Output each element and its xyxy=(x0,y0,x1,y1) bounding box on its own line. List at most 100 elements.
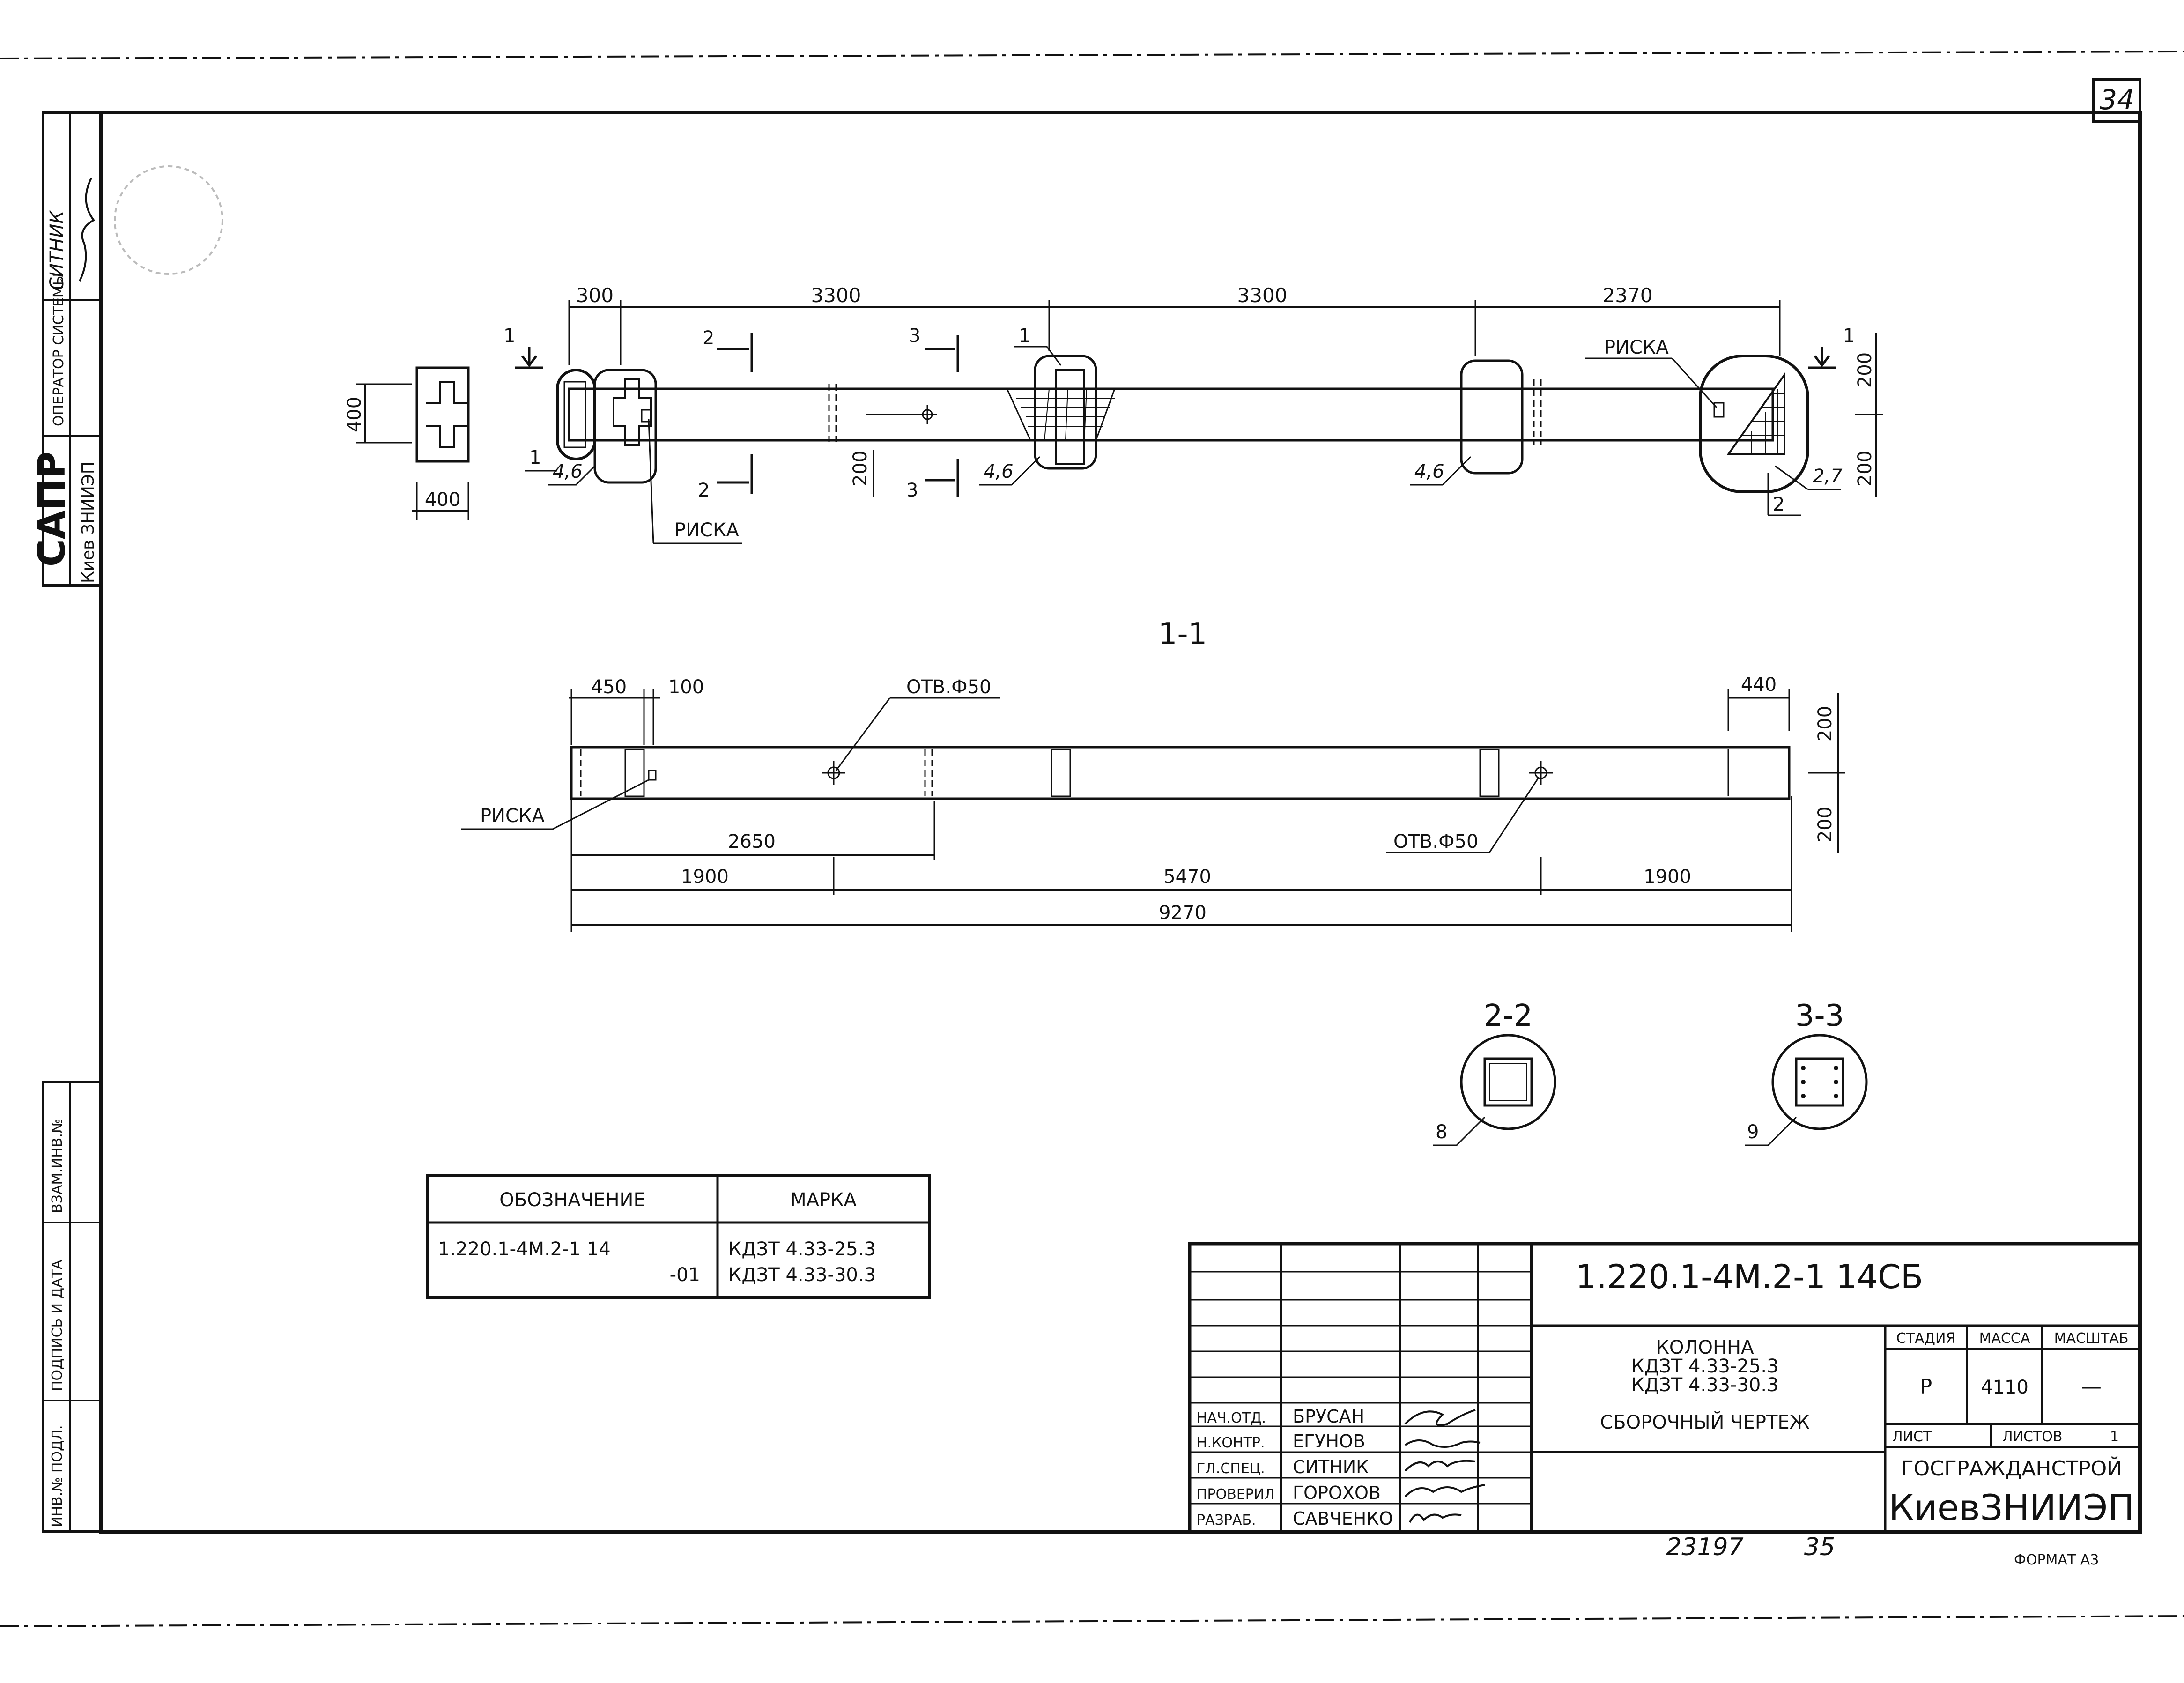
callout-1-left: 1 xyxy=(529,447,541,468)
mass-value: 4110 xyxy=(1981,1377,2029,1398)
spec-table: ОБОЗНАЧЕНИЕ МАРКА 1.220.1-4М.2-1 14 КДЗТ… xyxy=(426,1174,931,1299)
dim-100: 100 xyxy=(668,676,704,698)
name-egunov: ЕГУНОВ xyxy=(1293,1431,1365,1452)
role-nach-otd: НАЧ.ОТД. xyxy=(1197,1410,1266,1426)
sheets-value: 1 xyxy=(2110,1429,2119,1445)
dim-5470: 5470 xyxy=(1163,866,1211,888)
callout-4-6-a: 4,6 xyxy=(553,461,583,482)
round-seal xyxy=(114,165,223,275)
column-body-section xyxy=(570,746,1791,800)
section-3-3-callout: 9 xyxy=(1747,1121,1759,1143)
cad-org: Киев ЗНИИЭП xyxy=(79,461,98,583)
role-razrab: РАЗРАБ. xyxy=(1197,1512,1256,1528)
section-marker-3b: 3 xyxy=(906,480,918,501)
sheets-label: ЛИСТОВ xyxy=(2002,1429,2062,1445)
spec-row2-mark: КДЗТ 4.33-30.3 xyxy=(728,1264,876,1286)
dim-top-3300b: 3300 xyxy=(1237,284,1288,307)
vzam-inv-label: ВЗАМ.ИНВ.№ xyxy=(49,1119,66,1213)
scale-header: МАСШТАБ xyxy=(2054,1330,2129,1347)
section-marker-2a: 2 xyxy=(703,327,714,349)
section-marker-2b: 2 xyxy=(698,480,710,501)
section-1-1: 1-1 450 100 440 200 200 ОТВ.Ф50 ОТВ.Ф50 xyxy=(461,617,1845,932)
end-view-square xyxy=(415,366,470,463)
mass-header: МАССА xyxy=(1979,1330,2030,1347)
section-marker-3a: 3 xyxy=(909,325,920,347)
cad-stamp: САПР Киев ЗНИИЭП ОПЕРАТОР СИСТЕМЫ СИТНИК xyxy=(30,111,102,587)
spec-row1-mark: КДЗТ 4.33-25.3 xyxy=(728,1238,876,1260)
section-2-2-title: 2-2 xyxy=(1484,999,1533,1033)
callout-1-mid: 1 xyxy=(1019,325,1030,347)
item-name-2: КДЗТ 4.33-25.3 xyxy=(1631,1356,1779,1377)
dim-1-1-right-200a: 200 xyxy=(1814,706,1836,741)
role-proveril: ПРОВЕРИЛ xyxy=(1197,1486,1275,1503)
riska-label-1-1: РИСКА xyxy=(480,805,545,827)
section-marker-1b: 1 xyxy=(1843,325,1855,347)
org-line-2: КиевЗНИИЭП xyxy=(1889,1487,2135,1528)
cad-label: САПР xyxy=(30,452,74,567)
dim-hole-offset: 200 xyxy=(850,451,871,486)
dim-top-300: 300 xyxy=(576,284,614,307)
inv-podl-label: ИНВ.№ ПОДЛ. xyxy=(49,1425,66,1527)
dim-top-2370: 2370 xyxy=(1603,284,1653,307)
dim-1-1-right-200b: 200 xyxy=(1814,807,1836,842)
name-gorokhov: ГОРОХОВ xyxy=(1293,1483,1381,1503)
riska-top-right: РИСКА xyxy=(1604,337,1669,358)
hole-label-1: ОТВ.Ф50 xyxy=(906,676,991,698)
doc-code: 1.220.1-4М.2-1 14СБ xyxy=(1576,1258,1923,1296)
scan-edge-bottom xyxy=(0,1615,2184,1627)
operator-label: ОПЕРАТОР СИСТЕМЫ xyxy=(51,273,67,426)
dim-right-200a: 200 xyxy=(1854,352,1876,388)
org-line-1: ГОСГРАЖДАНСТРОЙ xyxy=(1901,1456,2122,1481)
spec-row1-designation: 1.220.1-4М.2-1 14 xyxy=(438,1238,611,1260)
dim-2650: 2650 xyxy=(728,831,776,853)
handwritten-number-2: 35 xyxy=(1804,1533,1835,1561)
dim-1900-right: 1900 xyxy=(1644,866,1691,888)
side-stamp: ВЗАМ.ИНВ.№ ПОДПИСЬ И ДАТА ИНВ.№ ПОДЛ. xyxy=(42,1081,102,1533)
spec-header-designation: ОБОЗНАЧЕНИЕ xyxy=(499,1189,645,1211)
item-name-4: СБОРОЧНЫЙ ЧЕРТЕЖ xyxy=(1600,1411,1810,1433)
section-marker-1a: 1 xyxy=(503,325,515,347)
name-brusan: БРУСАН xyxy=(1293,1406,1364,1427)
format-label: ФОРМАТ А3 xyxy=(2014,1552,2099,1568)
item-name-3: КДЗТ 4.33-30.3 xyxy=(1631,1374,1779,1396)
dim-9270: 9270 xyxy=(1159,902,1207,924)
section-3-3-title: 3-3 xyxy=(1795,999,1844,1033)
stage-header: СТАДИЯ xyxy=(1896,1330,1956,1347)
scale-value: — xyxy=(2081,1375,2102,1399)
operator-signature xyxy=(79,178,95,282)
dim-right-200b: 200 xyxy=(1854,451,1876,486)
callout-4-6-b: 4,6 xyxy=(984,461,1014,482)
podpis-data-label: ПОДПИСЬ И ДАТА xyxy=(49,1260,66,1391)
role-n-kontr: Н.КОНТР. xyxy=(1197,1435,1265,1451)
dim-450: 450 xyxy=(591,676,627,698)
dim-1900-left: 1900 xyxy=(681,866,729,888)
section-3-3: 3-3 9 xyxy=(1745,999,1868,1146)
callout-4-6-c: 4,6 xyxy=(1414,461,1444,482)
item-name-1: КОЛОННА xyxy=(1656,1337,1755,1358)
dim-height: 400 xyxy=(344,397,365,432)
title-block: НАЧ.ОТД. БРУСАН Н.КОНТР. ЕГУНОВ ГЛ.СПЕЦ.… xyxy=(1188,1242,2142,1534)
dim-440: 440 xyxy=(1741,674,1777,696)
sheet-label: ЛИСТ xyxy=(1892,1429,1932,1445)
role-gl-spec: ГЛ.СПЕЦ. xyxy=(1197,1461,1265,1477)
name-savchenko: САВЧЕНКО xyxy=(1293,1508,1393,1529)
riska-bottom: РИСКА xyxy=(674,519,739,541)
dim-width: 400 xyxy=(425,489,460,511)
callout-2-7: 2,7 xyxy=(1813,466,1843,487)
section-1-1-title: 1-1 xyxy=(1158,617,1207,652)
section-2-2-callout: 8 xyxy=(1436,1121,1447,1143)
name-sitnik: СИТНИК xyxy=(1293,1457,1369,1477)
signatures xyxy=(1404,1409,1485,1523)
spec-row2-designation: -01 xyxy=(670,1264,700,1286)
handwritten-number: 23197 xyxy=(1666,1533,1743,1561)
hole-label-2: ОТВ.Ф50 xyxy=(1393,831,1478,853)
page-number-box xyxy=(2092,78,2141,123)
page-number: 34 xyxy=(2100,84,2134,116)
callout-2-right: 2 xyxy=(1773,494,1784,515)
drawing-frame xyxy=(99,111,2142,1534)
section-2-2: 2-2 8 xyxy=(1433,999,1556,1146)
spec-header-mark: МАРКА xyxy=(790,1189,857,1211)
column-body-plan xyxy=(568,387,1774,442)
scan-edge-top xyxy=(0,51,2184,59)
